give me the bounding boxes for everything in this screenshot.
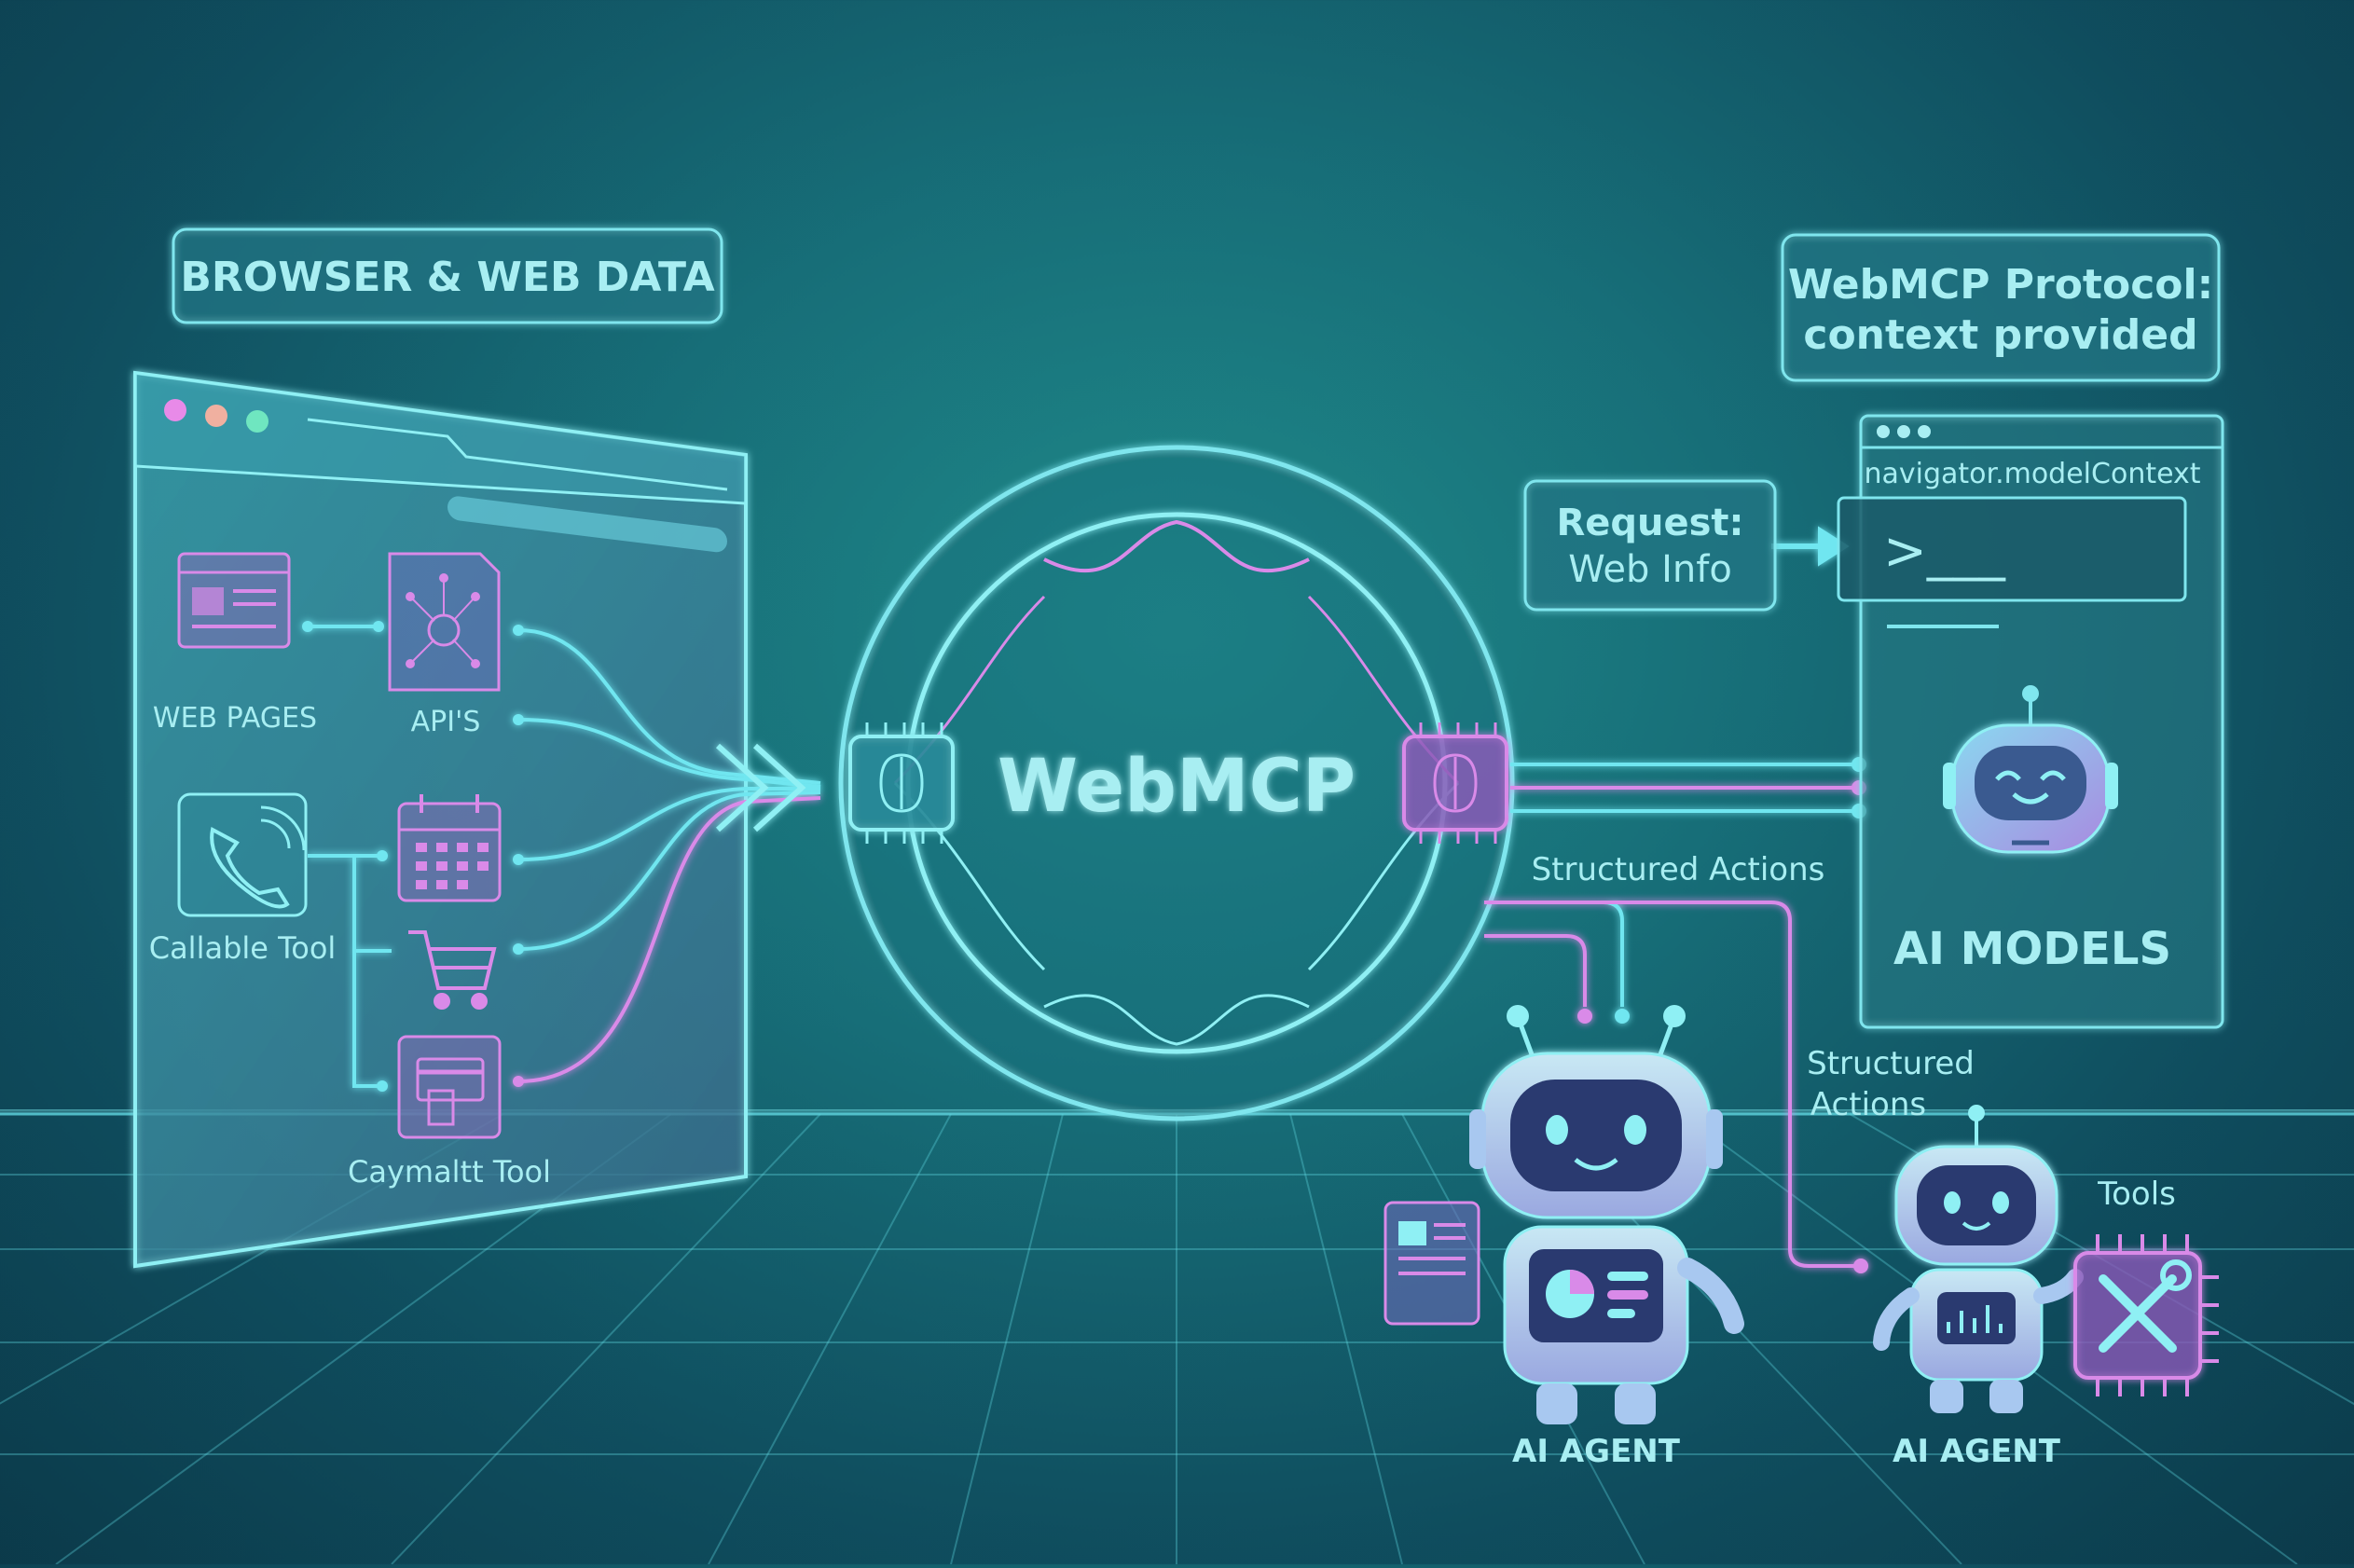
terminal-prompt: >___ (1883, 521, 2006, 582)
browser-data-label-box: BROWSER & WEB DATA (172, 227, 723, 324)
address-bar (447, 496, 727, 553)
window-dot-peach (205, 405, 227, 427)
tools-label: Tools (2097, 1176, 2176, 1213)
web-pages-label: WEB PAGES (153, 702, 317, 735)
structured-actions-label-1: Structured Actions (1532, 851, 1825, 888)
structured-actions-label-2-line1: Structured (1807, 1045, 1975, 1082)
structured-actions-label-2-line2: Actions (1810, 1086, 1926, 1123)
request-box: Request: Web Info (1523, 479, 1777, 612)
protocol-label-line1: WebMCP Protocol: (1788, 261, 2213, 309)
browser-data-label: BROWSER & WEB DATA (180, 254, 714, 301)
ai-model-robot (1943, 685, 2118, 854)
model-context-label: navigator.modelContext (1864, 458, 2200, 490)
payment-terminal-icon (397, 1035, 502, 1139)
ai-agent-robot-small (1873, 1105, 2084, 1413)
api-document-icon (388, 552, 501, 692)
caymaltt-tool-label: Caymaltt Tool (348, 1154, 551, 1190)
phone-icon (177, 792, 308, 917)
brain-chip-icon-left (848, 722, 955, 844)
callable-tool-label: Callable Tool (149, 930, 337, 966)
ai-models-label: AI MODELS (1893, 923, 2171, 975)
window-dot-pink (164, 399, 186, 421)
brain-chip-icon-right (1402, 722, 1508, 844)
shopping-cart-icon (408, 930, 497, 1010)
web-page-icon (177, 552, 291, 649)
webmcp-hub: WebMCP (838, 445, 1515, 1121)
terminal-box (1837, 496, 2187, 602)
request-line1: Request: (1556, 502, 1743, 544)
ai-agent-label-1: AI AGENT (1512, 1433, 1681, 1470)
protocol-label-box: WebMCP Protocol: context provided (1781, 233, 2221, 382)
window-dot-green (246, 410, 268, 433)
wrench-screwdriver-chip-icon (2073, 1234, 2219, 1396)
request-line2: Web Info (1568, 548, 1732, 591)
apis-label: API'S (411, 706, 481, 738)
center-title: WebMCP (998, 745, 1356, 829)
ai-agent-label-2: AI AGENT (1893, 1433, 2061, 1470)
left-connectors (302, 621, 821, 1092)
protocol-label-line2: context provided (1803, 311, 2197, 359)
ai-models-panel: navigator.modelContext >___ AI MODELS (1837, 414, 2224, 1029)
calendar-icon (397, 794, 502, 902)
ai-agent-robot-large (1383, 1005, 1744, 1424)
